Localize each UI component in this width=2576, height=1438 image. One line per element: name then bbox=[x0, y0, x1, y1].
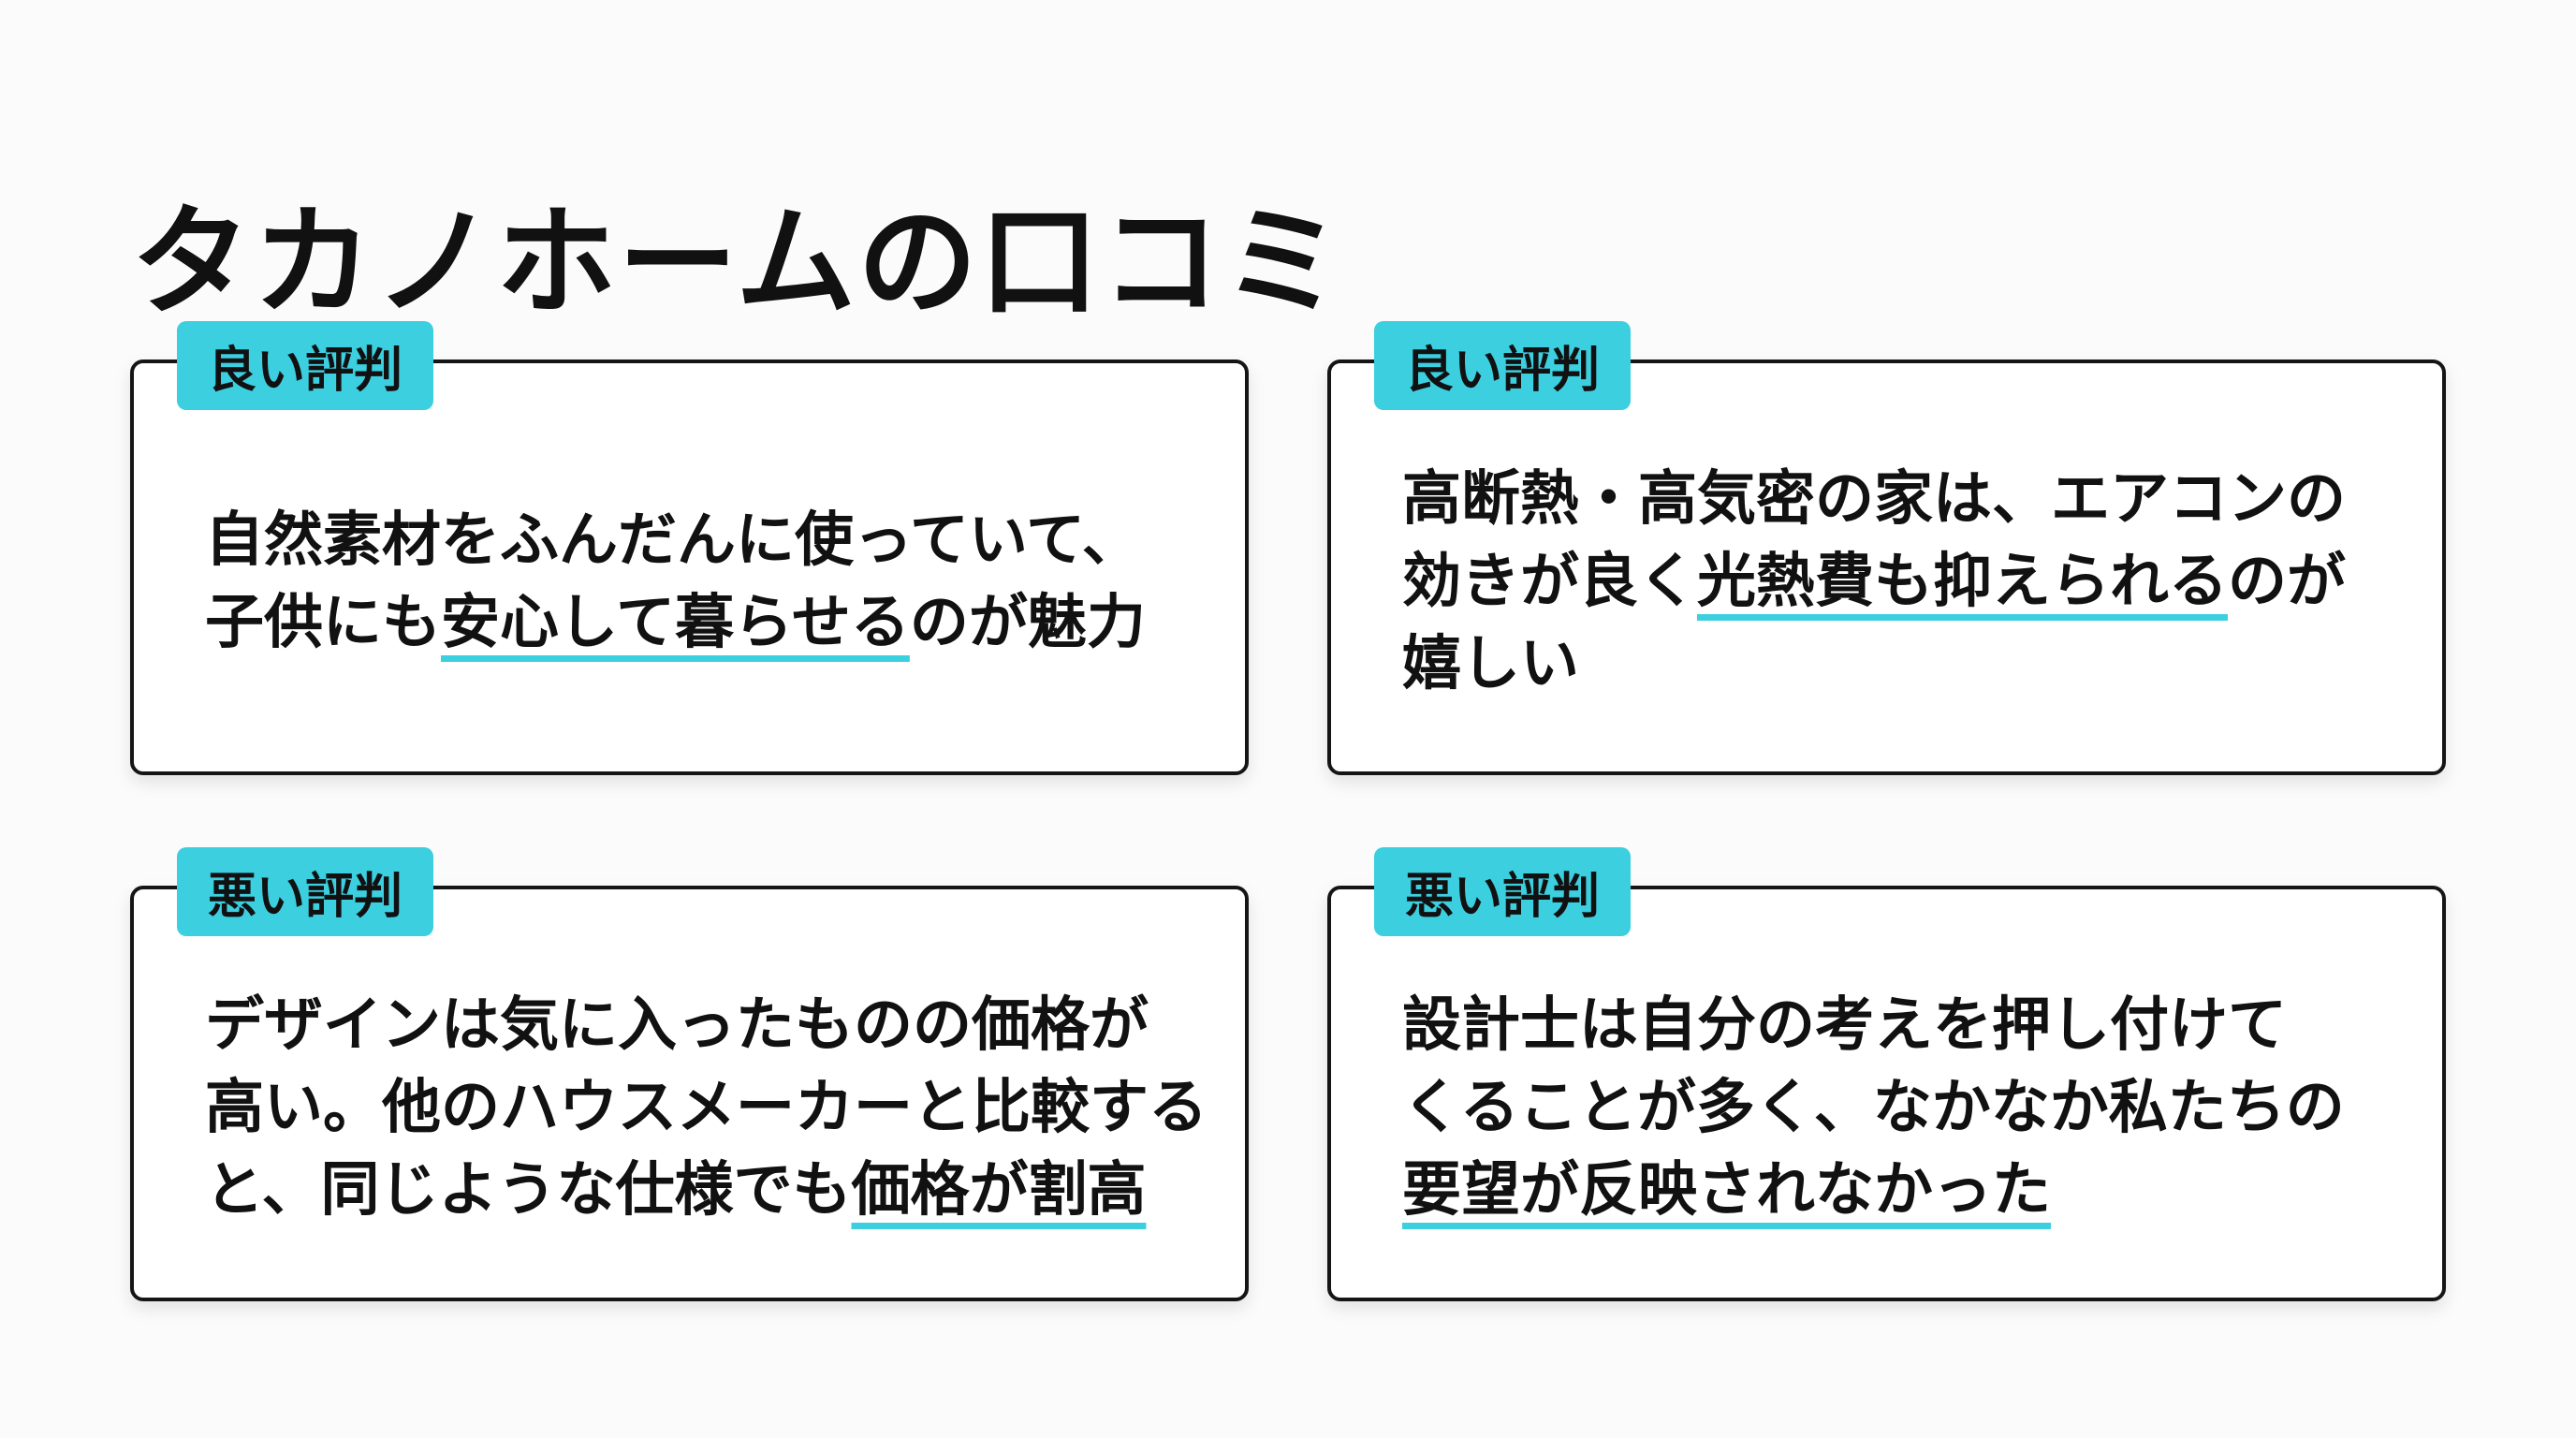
highlight-text: 価格が割高 bbox=[851, 1155, 1147, 1224]
text: 子供にも bbox=[205, 588, 441, 656]
highlight-text: 光熱費も抑えられる bbox=[1697, 547, 2228, 615]
review-line: 高い。他のハウスメーカーと比較する bbox=[205, 1066, 1245, 1149]
badge-bad: 悪い評判 bbox=[177, 847, 433, 936]
review-line: くることが多く、なかなか私たちの bbox=[1402, 1066, 2442, 1149]
text: くることが多く、なかなか私たちの bbox=[1402, 1073, 2345, 1141]
text: のが魅力 bbox=[909, 588, 1146, 656]
review-line: 高断熱・高気密の家は、エアコンの bbox=[1402, 458, 2442, 540]
highlight-text: 安心して暮らせる bbox=[441, 588, 910, 656]
text: 高い。他のハウスメーカーと比較する bbox=[205, 1073, 1208, 1141]
text: と、同じような仕様でも bbox=[205, 1155, 852, 1224]
text: 高断熱・高気密の家は、エアコンの bbox=[1402, 464, 2346, 533]
review-line: デザインは気に入ったものの価格が bbox=[205, 984, 1245, 1066]
text: のが bbox=[2228, 547, 2346, 615]
text: 自然素材をふんだんに使っていて、 bbox=[205, 506, 1141, 574]
review-line: 子供にも安心して暮らせるのが魅力 bbox=[205, 581, 1245, 664]
badge-good: 良い評判 bbox=[1374, 321, 1631, 410]
page-title: タカノホームの口コミ bbox=[131, 192, 1345, 332]
review-card-bad-1: 悪い評判 デザインは気に入ったものの価格が 高い。他のハウスメーカーと比較する … bbox=[130, 847, 1249, 1301]
review-card-good-2: 良い評判 高断熱・高気密の家は、エアコンの 効きが良く光熱費も抑えられるのが 嬉… bbox=[1327, 321, 2446, 775]
review-line: 要望が反映されなかった bbox=[1402, 1149, 2442, 1231]
review-line: 効きが良く光熱費も抑えられるのが bbox=[1402, 540, 2442, 623]
review-line: 自然素材をふんだんに使っていて、 bbox=[205, 499, 1245, 581]
review-line: 設計士は自分の考えを押し付けて bbox=[1402, 984, 2442, 1066]
text: 設計士は自分の考えを押し付けて bbox=[1402, 990, 2287, 1059]
text: 効きが良く bbox=[1402, 547, 1697, 615]
highlight-text: 要望が反映されなかった bbox=[1402, 1155, 2051, 1224]
review-card-bad-2: 悪い評判 設計士は自分の考えを押し付けて くることが多く、なかなか私たちの 要望… bbox=[1327, 847, 2446, 1301]
badge-good: 良い評判 bbox=[177, 321, 433, 410]
badge-bad: 悪い評判 bbox=[1374, 847, 1631, 936]
text: デザインは気に入ったものの価格が bbox=[205, 990, 1149, 1059]
text: 嬉しい bbox=[1402, 629, 1579, 697]
review-line: 嬉しい bbox=[1402, 623, 2442, 705]
review-card-good-1: 良い評判 自然素材をふんだんに使っていて、 子供にも安心して暮らせるのが魅力 bbox=[130, 321, 1249, 775]
review-line: と、同じような仕様でも価格が割高 bbox=[205, 1149, 1245, 1231]
